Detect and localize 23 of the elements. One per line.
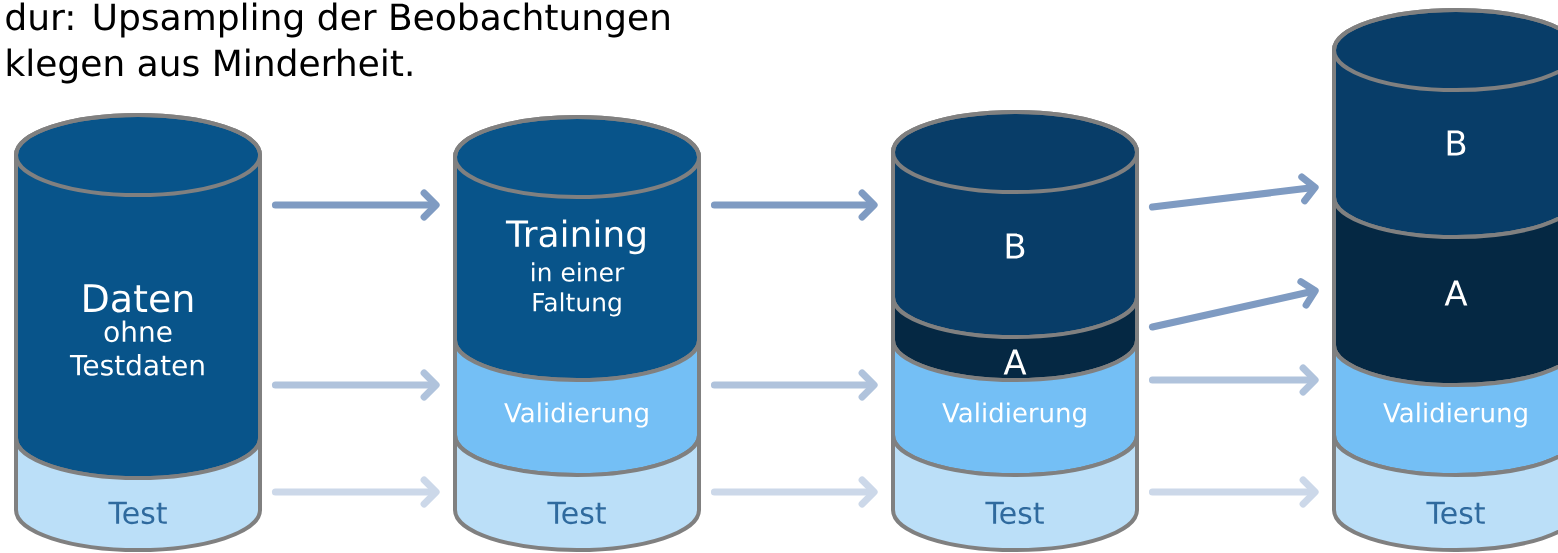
arrow — [710, 189, 878, 221]
cylinder-segment: Test — [453, 433, 701, 552]
arrow — [1148, 364, 1319, 396]
note-text: dur: Upsampling der Beobachtungen — [6, 2, 669, 38]
arrow — [271, 189, 440, 221]
cylinder-segment: A — [1332, 195, 1558, 387]
arrow — [1148, 476, 1319, 508]
arrow — [1148, 278, 1319, 331]
cylinder-segment: Validierung — [453, 338, 701, 477]
cylinder-segment: Test — [891, 433, 1139, 552]
cylinder-segment: Training in einer Faltung — [453, 115, 701, 382]
arrow — [710, 369, 878, 401]
arrow — [710, 476, 878, 508]
cylinder-segment: Daten ohne Testdaten — [14, 113, 262, 480]
cylinder-segment: Validierung — [1332, 343, 1558, 477]
note-text: klegen aus Minderheit. — [7, 48, 412, 84]
arrow — [271, 369, 440, 401]
arrow — [271, 476, 440, 508]
cylinder-segment: Test — [14, 436, 262, 552]
cylinder-segment: Test — [1332, 433, 1558, 552]
cylinder-segment: B — [891, 110, 1139, 339]
cylinder-segment: B — [1332, 8, 1558, 239]
arrow — [1148, 173, 1319, 211]
